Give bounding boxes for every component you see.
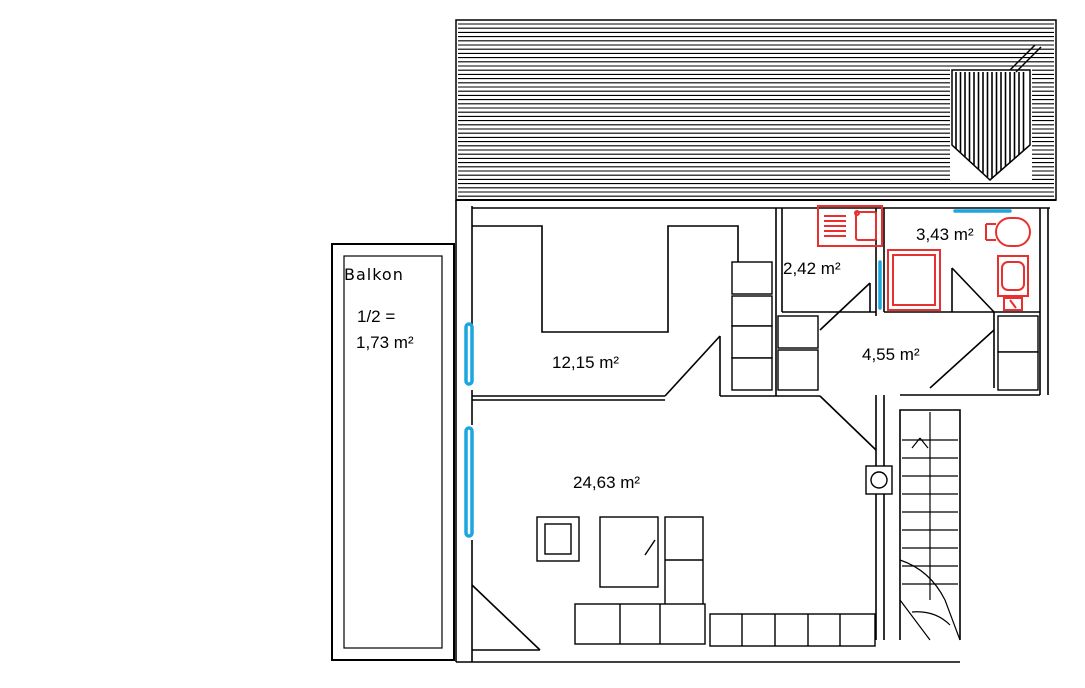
roof-dormer [951,44,1042,182]
balcony-title: Balkon [344,265,404,284]
toilet-icon [985,217,1031,247]
room-area-living: 24,63 m² [573,473,640,492]
shower-tray-icon [887,249,941,311]
window-bedroom [464,322,474,386]
balcony-share: 1/2 = [357,307,395,326]
stairs [899,412,961,641]
window-living [464,426,474,538]
windows [464,209,1012,538]
balcony-area: 1,73 m² [356,333,414,352]
balcony [331,243,455,661]
room-area-bath: 3,43 m² [916,225,974,244]
roof [455,19,1057,201]
roof-hatching [458,23,1054,197]
washbasin-icon [997,255,1029,311]
room-area-hall: 4,55 m² [862,345,920,364]
labels: Balkon 1/2 = 1,73 m² 12,15 m² 24,63 m² 2… [344,225,974,492]
kitchen-sink-icon [817,205,883,247]
walls [455,200,1050,663]
furniture [536,261,1039,647]
room-area-kitchen: 2,42 m² [783,259,841,278]
sanitary-fixtures [817,205,1031,311]
room-area-bedroom: 12,15 m² [552,353,619,372]
